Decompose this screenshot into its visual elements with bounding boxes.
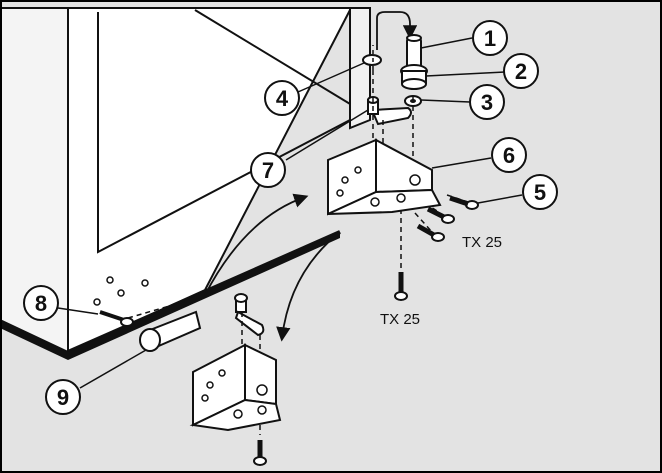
- callout-5: 5: [522, 174, 558, 210]
- swap-arrow: [376, 11, 418, 40]
- torx-label-upper: TX 25: [462, 234, 502, 251]
- callout-8-label: 8: [35, 291, 47, 316]
- callout-7-label: 7: [262, 158, 274, 183]
- cover-cap: [362, 54, 382, 66]
- screw-upper-2: [426, 206, 455, 224]
- cabinet-top-edge: [349, 7, 371, 130]
- callout-6: 6: [491, 137, 527, 173]
- move-arrow-up: [204, 193, 309, 296]
- leader-2: [425, 71, 506, 77]
- callout-7: 7: [250, 152, 286, 188]
- assembly-line-bolt: [127, 299, 191, 319]
- callout-2: 2: [503, 53, 539, 89]
- hole-3: [141, 279, 149, 287]
- screw-upper-3: [416, 223, 445, 242]
- assembly-line-g: [414, 212, 433, 233]
- callout-1: 1: [472, 20, 508, 56]
- screw-vertical-lower: [253, 440, 267, 466]
- callout-4-label: 4: [276, 86, 289, 111]
- leader-3: [420, 99, 471, 103]
- move-arrow-down: [276, 231, 341, 342]
- leader-4: [297, 62, 365, 93]
- hinge-cover: [139, 310, 202, 352]
- leader-8: [57, 307, 99, 315]
- hinge-bracket-lower: [189, 343, 282, 432]
- hinge-arm-lower: [234, 293, 265, 337]
- door-diagonal: [194, 9, 361, 111]
- callout-1-label: 1: [484, 26, 496, 51]
- callout-6-label: 6: [503, 143, 515, 168]
- torx-label-lower: TX 25: [380, 311, 420, 328]
- callout-9-label: 9: [57, 385, 69, 410]
- leader-1: [420, 37, 473, 49]
- hinge-bracket-upper: [327, 138, 442, 216]
- screw-vertical-upper: [394, 272, 408, 301]
- callout-4: 4: [264, 80, 300, 116]
- hole-2: [117, 289, 125, 297]
- leader-9: [79, 349, 147, 389]
- callout-3-label: 3: [481, 90, 493, 115]
- leader-7: [285, 109, 369, 161]
- bolt: [99, 310, 134, 327]
- callout-9: 9: [45, 379, 81, 415]
- callout-5-label: 5: [534, 180, 546, 205]
- hinge-arm-top: [367, 96, 412, 126]
- hole-1: [93, 298, 101, 306]
- callout-3: 3: [469, 84, 505, 120]
- hinge-pin: [406, 34, 422, 69]
- hinge-bushing: [400, 64, 428, 90]
- leader-5: [477, 194, 523, 204]
- hole-4: [106, 276, 114, 284]
- screw-upper-1: [449, 195, 479, 210]
- callout-2-label: 2: [515, 59, 527, 84]
- leader-6: [431, 157, 492, 169]
- callout-8: 8: [23, 285, 59, 321]
